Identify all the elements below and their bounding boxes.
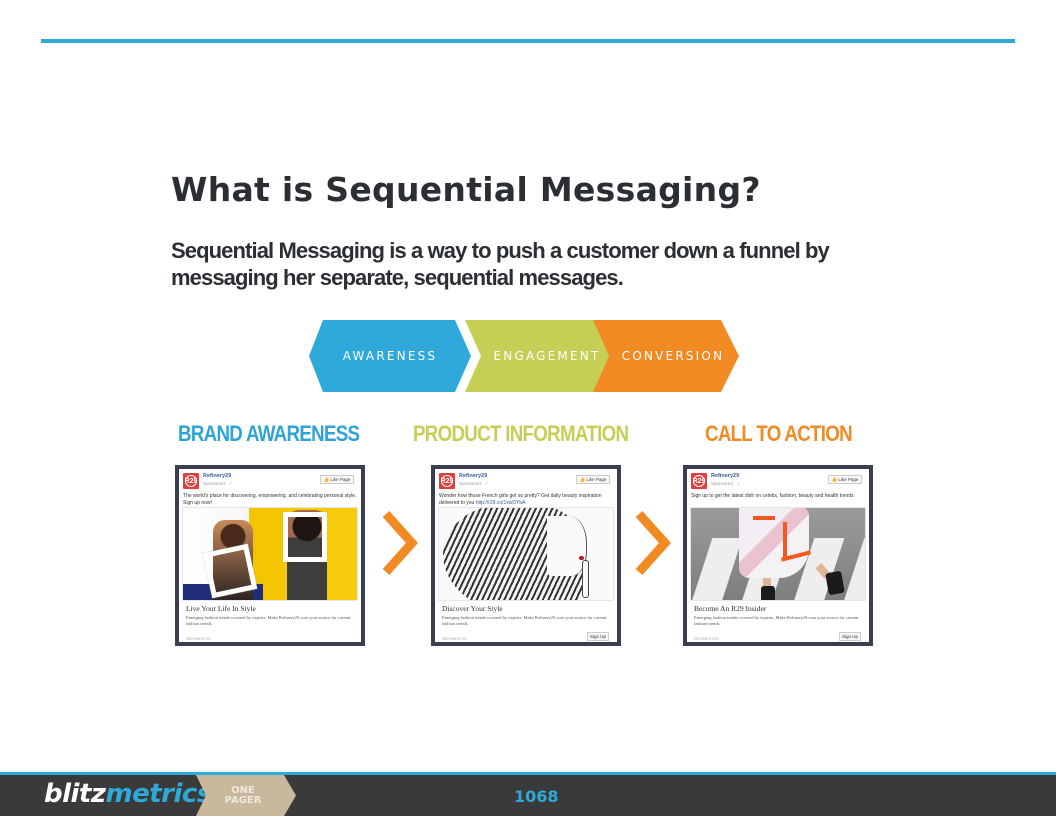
ad-footer: Become An R29 Insider Emerging fashion t… (690, 601, 866, 644)
ad-card-product-information: R29 Refinery29 Sponsored · ✓ 👍 Like Page… (431, 465, 621, 646)
page-subtitle: Sequential Messaging is a way to push a … (171, 238, 830, 290)
blitzmetrics-logo: blitzmetrics (44, 779, 212, 809)
ad-sponsored-label: Sponsored · ✓ (711, 481, 741, 486)
ad-description: Emerging fashion trends covered by exper… (186, 615, 351, 626)
ad-body-text: The world's place for discovering, empow… (183, 493, 357, 506)
section-heading-call-to-action: CALL TO ACTION (705, 421, 853, 446)
ad-brand-name: Refinery29 (203, 473, 232, 479)
ad-body-text: Wonder how those French girls get so pre… (439, 493, 602, 506)
top-divider (41, 39, 1015, 43)
ad-headline: Discover Your Style (442, 604, 503, 613)
sign-up-button: Sign Up (587, 632, 609, 641)
page-number: 1068 (514, 787, 559, 806)
refinery29-logo-icon: R29 (183, 473, 199, 489)
ad-footer: Discover Your Style Emerging fashion tre… (438, 601, 614, 644)
refinery29-logo-icon: R29 (691, 473, 707, 489)
chevron-right-icon (382, 510, 419, 576)
ad-description: Emerging fashion trends covered by exper… (694, 615, 859, 626)
one-pager-badge: ONE PAGER (196, 775, 296, 816)
ad-image-crosswalk-fashion (690, 507, 866, 601)
ad-domain: REFINERY29 (442, 636, 467, 641)
ad-card-call-to-action: R29 Refinery29 Sponsored · ✓ 👍 Like Page… (683, 465, 873, 646)
ad-header: R29 Refinery29 Sponsored · ✓ 👍 Like Page (438, 472, 614, 492)
ad-body-text: Sign up to get the latest dish on celebs… (691, 493, 854, 499)
funnel-diagram: AWARENESS ENGAGEMENT CONVERSION (309, 320, 739, 392)
ad-headline: Live Your Life In Style (186, 604, 256, 613)
ad-sponsored-label: Sponsored · ✓ (203, 481, 233, 486)
ad-headline: Become An R29 Insider (694, 604, 767, 613)
ad-image-women-with-frames (182, 507, 358, 601)
funnel-stage-conversion: CONVERSION (593, 320, 739, 392)
like-page-button: 👍 Like Page (320, 475, 354, 484)
sign-up-button: Sign Up (839, 632, 861, 641)
ad-header: R29 Refinery29 Sponsored · ✓ 👍 Like Page (182, 472, 358, 492)
refinery29-logo-icon: R29 (439, 473, 455, 489)
ad-domain: REFINERY29 (186, 636, 211, 641)
ad-header: R29 Refinery29 Sponsored · ✓ 👍 Like Page (690, 472, 866, 492)
page-title: What is Sequential Messaging? (171, 170, 761, 209)
chevron-right-icon (635, 510, 672, 576)
section-heading-brand-awareness: BRAND AWARENESS (178, 421, 360, 446)
ad-link: http://r29.co/1xwDYbA (475, 499, 526, 506)
ad-sponsored-label: Sponsored · ✓ (459, 481, 489, 486)
like-page-button: 👍 Like Page (828, 475, 862, 484)
ad-footer: Live Your Life In Style Emerging fashion… (182, 601, 358, 644)
ad-domain: REFINERY29 (694, 636, 719, 641)
ad-brand-name: Refinery29 (711, 473, 740, 479)
ad-brand-name: Refinery29 (459, 473, 488, 479)
section-heading-product-information: PRODUCT INFORMATION (413, 421, 629, 446)
funnel-stage-engagement: ENGAGEMENT (465, 320, 615, 392)
ad-image-sketch-woman (438, 507, 614, 601)
ad-card-brand-awareness: R29 Refinery29 Sponsored · ✓ 👍 Like Page… (175, 465, 365, 646)
footer-bar: blitzmetrics ONE PAGER 1068 (0, 772, 1056, 816)
like-page-button: 👍 Like Page (576, 475, 610, 484)
funnel-stage-awareness: AWARENESS (309, 320, 471, 392)
ad-description: Emerging fashion trends covered by exper… (442, 615, 607, 626)
